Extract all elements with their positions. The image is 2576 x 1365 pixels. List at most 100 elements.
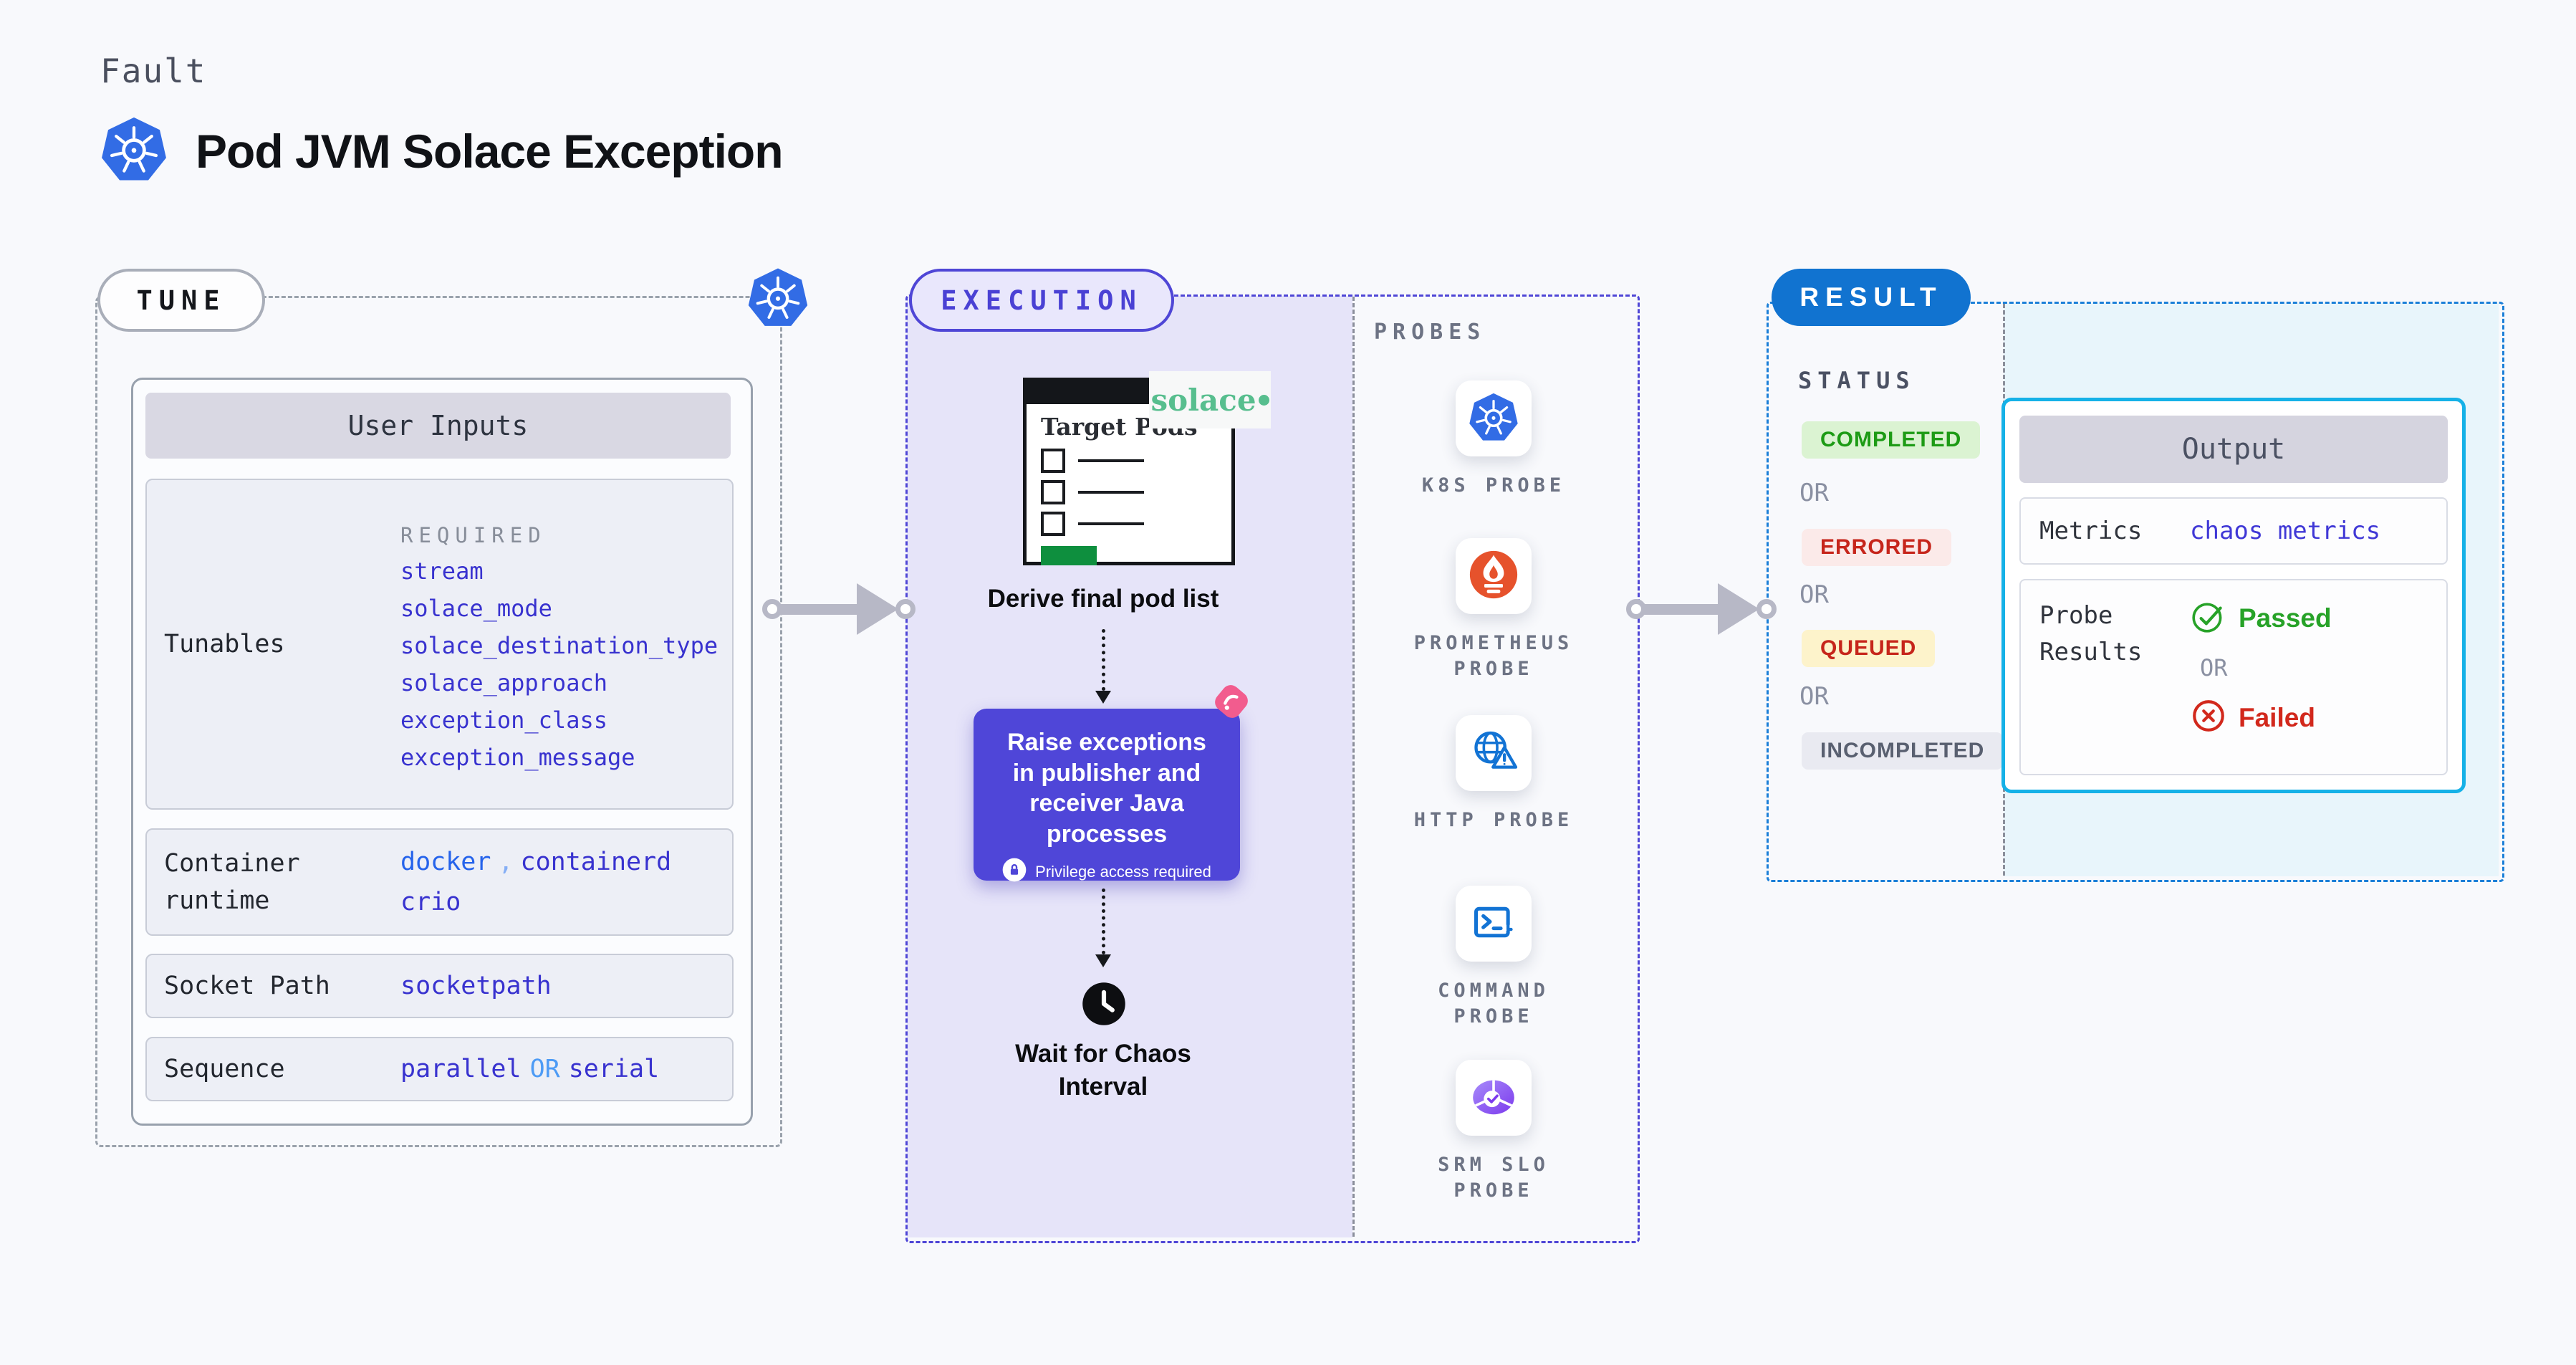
tunables-label: Tunables (164, 629, 285, 658)
runtime-value-containerd: containerd (520, 848, 672, 876)
raise-exceptions-text: Raise exceptions in publisher and receiv… (1007, 729, 1206, 848)
runtime-separator: , (498, 848, 514, 876)
probe-label: HTTP PROBE (1413, 809, 1574, 831)
x-circle-icon (2190, 697, 2227, 738)
user-inputs-header: User Inputs (145, 393, 731, 459)
status-label: STATUS (1798, 367, 1916, 394)
arrow-head (857, 583, 898, 635)
http-globe-warning-icon (1468, 726, 1519, 781)
or-label: OR (1799, 479, 1829, 507)
metrics-row: Metrics chaos metrics (2019, 497, 2448, 565)
status-badge-errored: ERRORED (1802, 529, 1952, 566)
runtime-value-docker: docker (400, 848, 491, 876)
sequence-label: Sequence (164, 1054, 285, 1083)
or-label: OR (1799, 580, 1829, 609)
checkbox-icon (1041, 448, 1065, 473)
solace-logo: solace (1149, 371, 1271, 428)
arrow-shaft (1644, 603, 1720, 615)
privilege-note-text: Privilege access required (1035, 862, 1211, 881)
kubernetes-icon (1468, 391, 1519, 446)
socket-path-row: Socket Path socketpath (145, 954, 734, 1018)
execution-to-result-arrow (1626, 583, 1777, 635)
failed-label: Failed (2239, 702, 2315, 732)
tunable-item: stream (400, 557, 484, 585)
probe-label: SRM SLO PROBE (1438, 1154, 1549, 1202)
result-badge: RESULT (1772, 269, 1971, 326)
tunable-item: exception_class (400, 707, 607, 734)
command-probe-card (1456, 886, 1532, 962)
kubernetes-icon (100, 115, 168, 187)
metrics-value: chaos metrics (2190, 517, 2381, 545)
or-label: OR (2200, 654, 2228, 681)
derive-pod-list-step: Derive final pod list (987, 585, 1219, 613)
pod-list-item (1041, 511, 1231, 536)
list-line (1078, 459, 1144, 462)
probe-results-row: Probe Results Passed OR (2019, 579, 2448, 775)
pod-list-item (1041, 448, 1231, 473)
flow-arrow-down (1095, 629, 1112, 704)
solace-dot-icon (1258, 394, 1269, 406)
tunable-item: solace_mode (400, 595, 552, 622)
progress-bar (1041, 545, 1097, 565)
tunables-row: Tunables REQUIRED stream solace_mode sol… (145, 479, 734, 810)
probes-label: PROBES (1374, 320, 1486, 345)
probes-divider (1352, 297, 1355, 1237)
tunable-item: solace_destination_type (400, 632, 719, 659)
page-title-row: Pod JVM Solace Exception (100, 115, 784, 187)
or-label: OR (1799, 682, 1829, 711)
kubernetes-icon (746, 266, 809, 329)
probe-label: COMMAND PROBE (1438, 980, 1549, 1028)
arrow-end-dot (1756, 599, 1777, 619)
probe-label: K8S PROBE (1421, 474, 1566, 497)
socket-path-label: Socket Path (164, 971, 330, 1000)
page-title: Pod JVM Solace Exception (196, 124, 784, 178)
prometheus-probe-card (1456, 538, 1532, 614)
runtime-value-crio: crio (400, 888, 461, 916)
status-badge-incompleted: INCOMPLETED (1802, 732, 2004, 770)
arrow-shaft (780, 603, 859, 615)
sequence-or-label: OR (529, 1055, 560, 1083)
checkbox-icon (1041, 479, 1065, 504)
k8s-probe-card (1456, 380, 1532, 456)
status-badge-queued: QUEUED (1802, 630, 1936, 667)
pin-icon (1209, 679, 1254, 724)
pod-list-item (1041, 479, 1231, 504)
output-card: Output Metrics chaos metrics Probe Resul… (2001, 398, 2466, 793)
sequence-value-parallel: parallel (400, 1055, 522, 1083)
terminal-icon (1468, 896, 1519, 952)
tune-to-execution-arrow (762, 583, 915, 635)
required-label: REQUIRED (400, 523, 547, 547)
tune-section-box (95, 296, 782, 1147)
failed-result: Failed (2190, 697, 2332, 738)
srm-slo-donut-icon (1468, 1071, 1519, 1126)
sequence-value-serial: serial (568, 1055, 660, 1083)
arrow-start-dot (1626, 599, 1646, 619)
container-runtime-row: Container runtime docker,containerd crio (145, 828, 734, 936)
socket-path-value: socketpath (400, 972, 552, 1000)
output-header: Output (2019, 416, 2448, 483)
fault-kicker: Fault (100, 52, 207, 90)
check-circle-icon (2190, 598, 2227, 638)
tunable-item: solace_approach (400, 669, 607, 696)
probe-results-label: Probe Results (2039, 601, 2143, 666)
tune-badge: TUNE (97, 269, 265, 332)
execution-badge: EXECUTION (909, 269, 1174, 332)
passed-label: Passed (2239, 603, 2332, 633)
http-probe-card (1456, 715, 1532, 791)
list-line (1078, 490, 1144, 494)
clock-icon (1082, 982, 1126, 1026)
arrow-end-dot (895, 599, 915, 619)
raise-exceptions-step: Raise exceptions in publisher and receiv… (974, 709, 1240, 882)
status-badge-completed: COMPLETED (1802, 421, 1981, 459)
result-section-box (1767, 302, 2504, 882)
privilege-note: Privilege access required (974, 858, 1240, 886)
passed-result: Passed (2190, 598, 2332, 638)
flow-arrow-down (1095, 889, 1112, 967)
wait-chaos-interval-step: Wait for Chaos Interval (1015, 1040, 1191, 1101)
prometheus-icon (1468, 549, 1519, 604)
checkbox-icon (1041, 511, 1065, 536)
tunable-item: exception_message (400, 744, 635, 771)
target-pods-window: Target Pods (1023, 378, 1235, 565)
